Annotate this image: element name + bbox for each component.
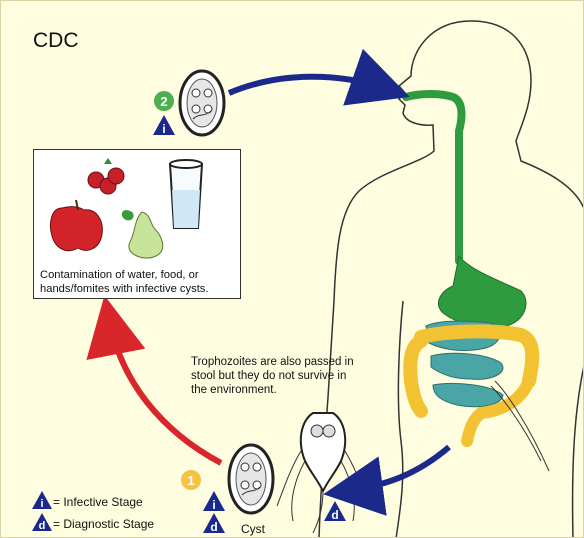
contamination-caption: Contamination of water, food, or hands/f… — [40, 268, 238, 296]
infective-marker-bottom: i — [203, 491, 225, 512]
cyst-image-top — [180, 71, 224, 135]
digestive-tract — [406, 94, 549, 471]
raspberry-icon — [88, 158, 124, 194]
cyst-label: Cyst — [241, 522, 265, 536]
food-illustration — [34, 150, 239, 266]
svg-text:i: i — [162, 122, 165, 136]
water-glass-icon — [170, 160, 202, 228]
step-2-number: 2 — [160, 94, 167, 109]
trophozoite-image — [277, 413, 369, 533]
source-label: CDC — [33, 29, 79, 53]
diagnostic-marker-bottom: d — [203, 513, 225, 534]
step-1-badge: 1 — [181, 470, 201, 490]
legend-infective-icon: i — [32, 491, 52, 510]
step-2-badge: 2 — [154, 91, 174, 111]
apple-icon — [50, 200, 102, 251]
infective-marker-top: i — [153, 115, 175, 136]
legend-infective-text: = Infective Stage — [53, 495, 143, 509]
svg-text:d: d — [210, 520, 217, 534]
svg-text:d: d — [39, 520, 46, 532]
pear-icon — [122, 210, 163, 258]
arrow-from-gut — [347, 447, 449, 491]
legend-diagnostic-icon: d — [32, 513, 52, 532]
contamination-box: Contamination of water, food, or hands/f… — [33, 149, 241, 299]
arrow-to-mouth — [229, 77, 387, 93]
cyst-image-bottom — [229, 445, 273, 513]
step-1-number: 1 — [187, 473, 194, 488]
svg-text:i: i — [40, 498, 43, 510]
svg-text:d: d — [331, 508, 338, 522]
legend-diagnostic-text: = Diagnostic Stage — [53, 517, 154, 531]
trophozoite-note: Trophozoites are also passed in stool bu… — [191, 355, 361, 397]
svg-text:i: i — [212, 498, 215, 512]
diagnostic-marker-troph: d — [324, 501, 346, 522]
